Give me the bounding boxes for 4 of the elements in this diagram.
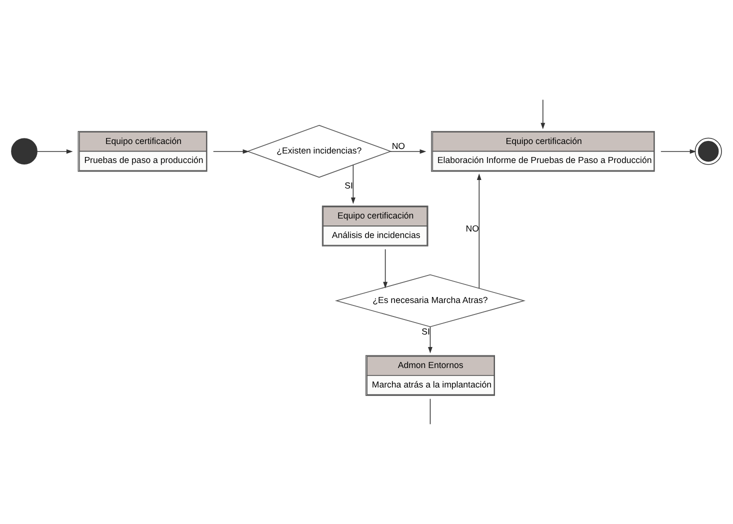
- edge-label: NO: [392, 140, 406, 151]
- edge-label: SI: [344, 180, 353, 191]
- edge-label: NO: [466, 223, 479, 234]
- edge-label: SI: [422, 326, 430, 337]
